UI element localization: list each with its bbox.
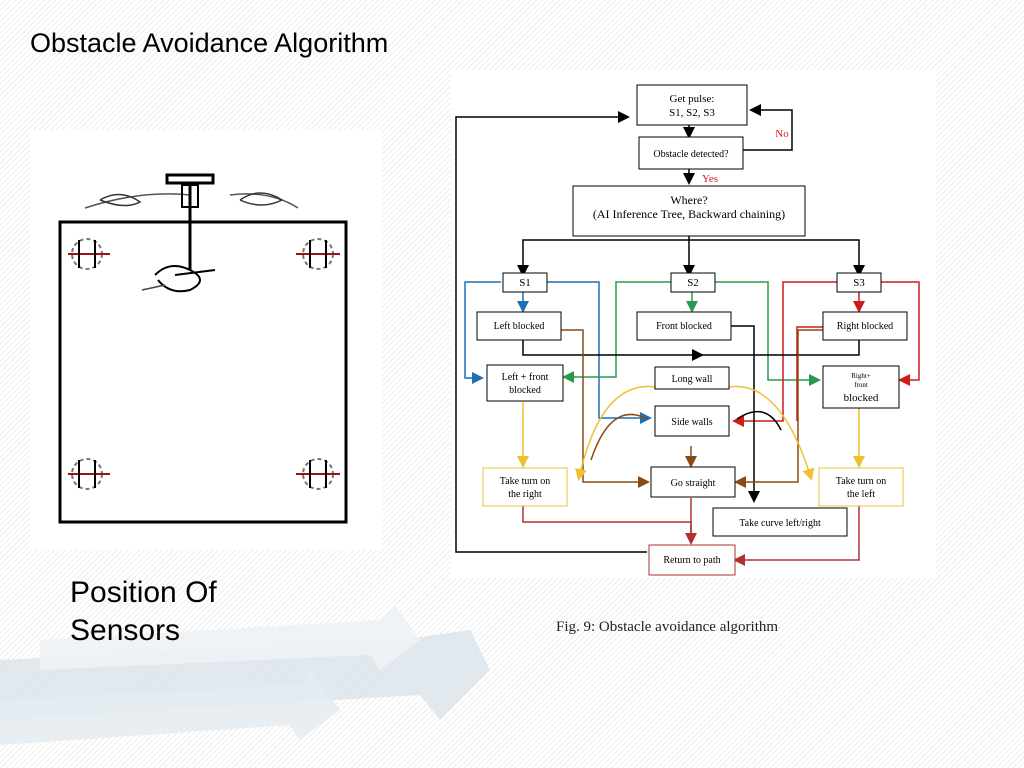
- flowchart: Get pulse: S1, S2, S3 Obstacle detected?…: [455, 84, 920, 576]
- mast-top-icon: [165, 173, 215, 185]
- right-propeller-icon: [239, 192, 284, 206]
- label-left-front-2: blocked: [509, 385, 541, 396]
- node-long-wall: [654, 366, 730, 390]
- label-right-front-1: Right+: [851, 372, 871, 380]
- sensor-caption-line1: Position Of: [70, 576, 217, 609]
- flowchart-panel: Get pulse: S1, S2, S3 Obstacle detected?…: [451, 70, 936, 578]
- label-take-curve: Take curve left/right: [739, 518, 821, 529]
- sensor-caption-line2: Sensors: [70, 614, 181, 647]
- node-take-turn-right: [482, 467, 568, 507]
- label-return-to-path: Return to path: [663, 555, 720, 566]
- label-front-blocked: Front blocked: [656, 321, 712, 332]
- label-right-front-3: blocked: [844, 392, 879, 404]
- label-get-pulse-1: Get pulse:: [670, 93, 715, 105]
- label-side-walls: Side walls: [671, 417, 712, 428]
- node-s2: [670, 272, 716, 293]
- figure-caption: Fig. 9: Obstacle avoidance algorithm: [556, 619, 779, 635]
- node-take-curve: [712, 507, 848, 537]
- node-get-pulse: [636, 84, 748, 126]
- label-take-turn-right-1: Take turn on: [500, 476, 550, 487]
- label-take-turn-left-2: the left: [847, 489, 875, 500]
- label-s1: S1: [519, 277, 531, 289]
- slide-title: Obstacle Avoidance Algorithm: [30, 28, 389, 58]
- decorative-arrows: [0, 605, 490, 745]
- node-side-walls: [654, 405, 730, 437]
- rotor-sketch-icon: [154, 265, 201, 293]
- node-where: [572, 185, 806, 237]
- label-right-blocked: Right blocked: [837, 321, 893, 332]
- node-go-straight: [650, 466, 736, 498]
- label-right-front-2: front: [854, 381, 868, 389]
- node-left-blocked: [476, 311, 562, 341]
- sensor-front-left: [68, 238, 110, 270]
- node-s1: [502, 272, 548, 293]
- node-right-front-blocked: [822, 365, 900, 409]
- label-left-front-1: Left + front: [502, 372, 549, 383]
- node-right-blocked: [822, 311, 908, 341]
- sensor-caption: Position Of Sensors: [70, 574, 330, 650]
- sensor-position-panel: [30, 130, 382, 550]
- node-front-blocked: [636, 311, 732, 341]
- node-left-front-blocked: [486, 364, 564, 402]
- label-go-straight: Go straight: [671, 478, 716, 489]
- robot-frame: [58, 220, 348, 524]
- label-left-blocked: Left blocked: [494, 321, 545, 332]
- label-take-turn-left-1: Take turn on: [836, 476, 886, 487]
- sensor-rear-right: [296, 458, 340, 490]
- node-return-to-path: [648, 544, 736, 576]
- label-long-wall: Long wall: [672, 374, 713, 385]
- sensor-rear-left: [68, 458, 110, 490]
- node-take-turn-left: [818, 467, 904, 507]
- node-obstacle-detected: [638, 136, 744, 170]
- label-take-turn-right-2: the right: [508, 489, 542, 500]
- label-yes: Yes: [702, 173, 718, 185]
- label-where-1: Where?: [670, 193, 707, 207]
- label-s2: S2: [687, 277, 699, 289]
- sensor-front-right: [296, 238, 340, 270]
- robot-sensor-drawing: [58, 173, 348, 524]
- label-obstacle-detected: Obstacle detected?: [653, 149, 729, 160]
- node-s3: [836, 272, 882, 293]
- left-propeller-icon: [99, 193, 142, 207]
- label-s3: S3: [853, 277, 865, 289]
- label-no: No: [775, 128, 789, 140]
- label-where-2: (AI Inference Tree, Backward chaining): [593, 207, 785, 221]
- label-get-pulse-2: S1, S2, S3: [669, 107, 715, 119]
